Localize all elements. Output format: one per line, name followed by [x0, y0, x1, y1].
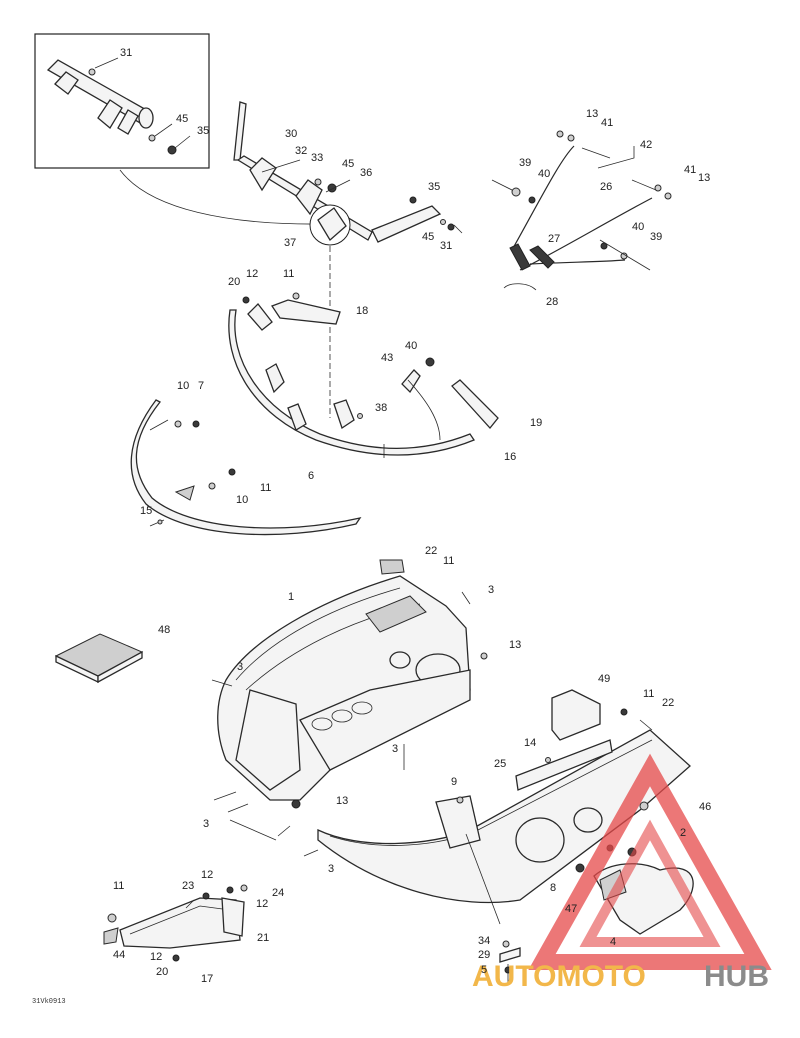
- callout-c3c: 3: [392, 743, 398, 755]
- callout-c3d: 3: [203, 818, 209, 830]
- watermark-brand-left: AUTOMOTO: [472, 960, 646, 993]
- callout-c11e: 11: [113, 880, 124, 892]
- callout-c11a: 11: [283, 268, 294, 280]
- callout-c39a: 39: [519, 157, 531, 169]
- callout-c23: 23: [182, 880, 194, 892]
- callout-c12c: 12: [256, 898, 268, 910]
- callout-c4: 4: [610, 936, 616, 948]
- callout-c35b: 35: [428, 181, 440, 193]
- callout-c27: 27: [548, 233, 560, 245]
- inset-detail: [34, 33, 210, 169]
- callout-c39b: 39: [650, 231, 662, 243]
- callout-c3a: 3: [488, 584, 494, 596]
- callout-c28: 28: [546, 296, 558, 308]
- callout-c12a: 12: [246, 268, 258, 280]
- cable-assembly: [491, 130, 672, 291]
- callout-c11c: 11: [443, 555, 454, 567]
- callout-c47: 47: [565, 903, 577, 915]
- callout-c31b: 31: [440, 240, 452, 252]
- callout-c45b: 45: [342, 158, 354, 170]
- callout-c32: 32: [295, 145, 307, 157]
- callout-c22a: 22: [425, 545, 437, 557]
- callout-c44: 44: [113, 949, 125, 961]
- callout-c26: 26: [600, 181, 612, 193]
- callout-c13b: 13: [698, 172, 710, 184]
- callout-c25: 25: [494, 758, 506, 770]
- belly-pan: [303, 689, 694, 935]
- callout-c6: 6: [308, 470, 314, 482]
- callout-c40a: 40: [538, 168, 550, 180]
- callout-c21: 21: [257, 932, 269, 944]
- callout-c33: 33: [311, 152, 323, 164]
- callout-c10b: 10: [236, 494, 248, 506]
- callout-c17: 17: [201, 973, 213, 985]
- callout-c16: 16: [504, 451, 516, 463]
- callout-c22b: 22: [662, 697, 674, 709]
- callout-c7: 7: [198, 380, 204, 392]
- callout-c9: 9: [451, 776, 457, 788]
- callout-c18: 18: [356, 305, 368, 317]
- callout-c29: 29: [478, 949, 490, 961]
- steering-support: [233, 101, 463, 246]
- callout-c45c: 45: [422, 231, 434, 243]
- foam-pad: [54, 633, 144, 684]
- support-bracket: [103, 884, 248, 962]
- callout-c37: 37: [284, 237, 296, 249]
- callout-c48: 48: [158, 624, 170, 636]
- callout-c3b: 3: [237, 661, 243, 673]
- callout-c11d: 11: [643, 688, 654, 700]
- bumper-frame: [228, 292, 499, 458]
- callout-c41b: 41: [684, 164, 696, 176]
- callout-c13a: 13: [586, 108, 598, 120]
- callout-c40b: 40: [632, 221, 644, 233]
- inset-leader: [119, 169, 323, 225]
- callout-c8: 8: [550, 882, 556, 894]
- fastener-stack: [499, 940, 521, 982]
- callout-c31a: 31: [120, 47, 132, 59]
- callout-c20a: 20: [228, 276, 240, 288]
- callout-c12b: 12: [201, 869, 213, 881]
- callout-c13d: 13: [336, 795, 348, 807]
- callout-c42: 42: [640, 139, 652, 151]
- callout-c38: 38: [375, 402, 387, 414]
- callout-c24: 24: [272, 887, 284, 899]
- callout-c45a: 45: [176, 113, 188, 125]
- watermark-logo: AUTOMOTO HUB: [472, 753, 772, 993]
- callout-c19: 19: [530, 417, 542, 429]
- callout-c43: 43: [381, 352, 393, 364]
- callout-c2: 2: [680, 827, 686, 839]
- bottom-pan: [211, 559, 488, 841]
- callout-c49: 49: [598, 673, 610, 685]
- callout-c13c: 13: [509, 639, 521, 651]
- callout-c10a: 10: [177, 380, 189, 392]
- callout-c36: 36: [360, 167, 372, 179]
- callout-c12d: 12: [150, 951, 162, 963]
- callout-c35a: 35: [197, 125, 209, 137]
- callout-c14: 14: [524, 737, 536, 749]
- callout-c46: 46: [699, 801, 711, 813]
- callout-c40c: 40: [405, 340, 417, 352]
- callout-c1: 1: [288, 591, 294, 603]
- watermark-brand-right: HUB: [704, 960, 769, 993]
- callout-c34: 34: [478, 935, 490, 947]
- diagram-code: 31Vk0913: [32, 998, 66, 1006]
- callout-c30: 30: [285, 128, 297, 140]
- callout-c15: 15: [140, 505, 152, 517]
- spoiler: [130, 399, 362, 536]
- callout-c3e: 3: [328, 863, 334, 875]
- callout-c11b: 11: [260, 482, 271, 494]
- callout-c20b: 20: [156, 966, 168, 978]
- callout-c5: 5: [481, 964, 487, 976]
- callout-c41a: 41: [601, 117, 613, 129]
